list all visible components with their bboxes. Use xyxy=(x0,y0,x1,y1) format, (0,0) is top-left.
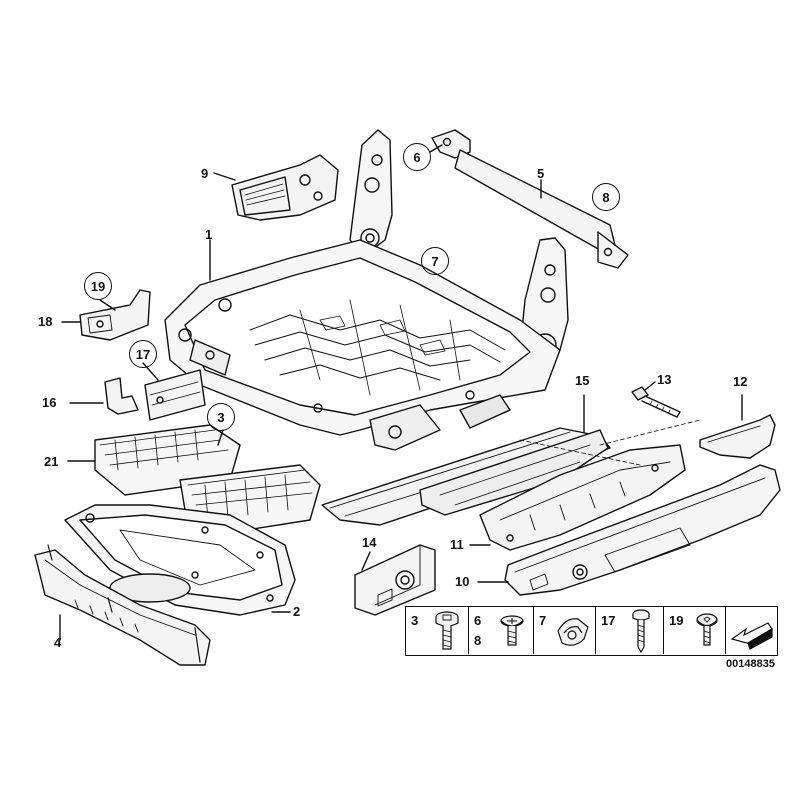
callout-9: 9 xyxy=(201,166,209,181)
direction-arrow-icon xyxy=(730,622,773,650)
part-5-bar xyxy=(431,129,629,269)
callout-18: 18 xyxy=(38,314,53,329)
part-13-screw xyxy=(631,386,681,418)
callout-4: 4 xyxy=(54,635,62,650)
legend-cell-19: 19 xyxy=(664,607,726,654)
part-16-clip xyxy=(104,377,139,415)
callout-8: 8 xyxy=(592,183,620,211)
leader-9 xyxy=(213,172,236,181)
callout-5: 5 xyxy=(537,166,545,181)
leader-14 xyxy=(361,551,371,571)
callout-10: 10 xyxy=(455,574,470,589)
phillips-screw-icon xyxy=(500,615,524,646)
part-11-inner-cover xyxy=(479,444,686,551)
legend-cell-7: 7 xyxy=(534,607,596,654)
long-screw-icon xyxy=(632,609,650,653)
hex-bolt-icon xyxy=(435,611,459,650)
catalog-number: 00148835 xyxy=(726,658,775,670)
part-14-switch-housing xyxy=(354,544,436,616)
part-9-bracket xyxy=(231,154,339,221)
leader-13 xyxy=(644,381,656,391)
clip-nut-icon xyxy=(557,618,589,646)
part-17-bracket xyxy=(144,369,206,421)
legend-number: 8 xyxy=(474,633,482,648)
callout-11: 11 xyxy=(450,537,464,552)
legend-cell-arrow xyxy=(726,607,776,654)
callout-3: 3 xyxy=(207,403,235,431)
part-1-seat-frame xyxy=(164,239,561,451)
callout-14: 14 xyxy=(362,535,377,550)
callout-21: 21 xyxy=(44,454,59,469)
legend-cell-6-8: 6 8 xyxy=(469,607,534,654)
leader-3 xyxy=(217,429,224,446)
callout-6: 6 xyxy=(403,143,431,171)
part-10-outer-cover xyxy=(504,464,781,596)
callout-12: 12 xyxy=(733,374,748,389)
part-4-front-cover xyxy=(34,544,211,666)
legend-cell-3: 3 xyxy=(406,607,469,654)
part-15-rail xyxy=(321,427,611,526)
legend-number: 3 xyxy=(411,613,419,628)
part-18-bracket xyxy=(79,289,151,341)
legend-cell-17: 17 xyxy=(596,607,664,654)
callout-17: 17 xyxy=(129,340,157,368)
callout-2: 2 xyxy=(293,604,301,619)
callout-15: 15 xyxy=(575,373,590,388)
legend-number: 17 xyxy=(601,613,616,628)
callout-16: 16 xyxy=(42,395,57,410)
callout-19: 19 xyxy=(84,272,112,300)
callout-13: 13 xyxy=(657,372,672,387)
leader-6 xyxy=(429,144,443,153)
legend-number: 7 xyxy=(539,613,547,628)
part-2-seat-pan xyxy=(64,504,296,616)
fastener-legend: 3 6 8 7 xyxy=(405,606,778,656)
part-12-trim xyxy=(699,414,776,459)
legend-number: 19 xyxy=(669,613,684,628)
callout-7: 7 xyxy=(421,247,449,275)
torx-screw-icon xyxy=(696,613,718,646)
callout-1: 1 xyxy=(205,227,213,242)
backrest-hinge-left xyxy=(349,129,393,256)
leader-19 xyxy=(99,299,116,311)
legend-number: 6 xyxy=(474,613,482,628)
